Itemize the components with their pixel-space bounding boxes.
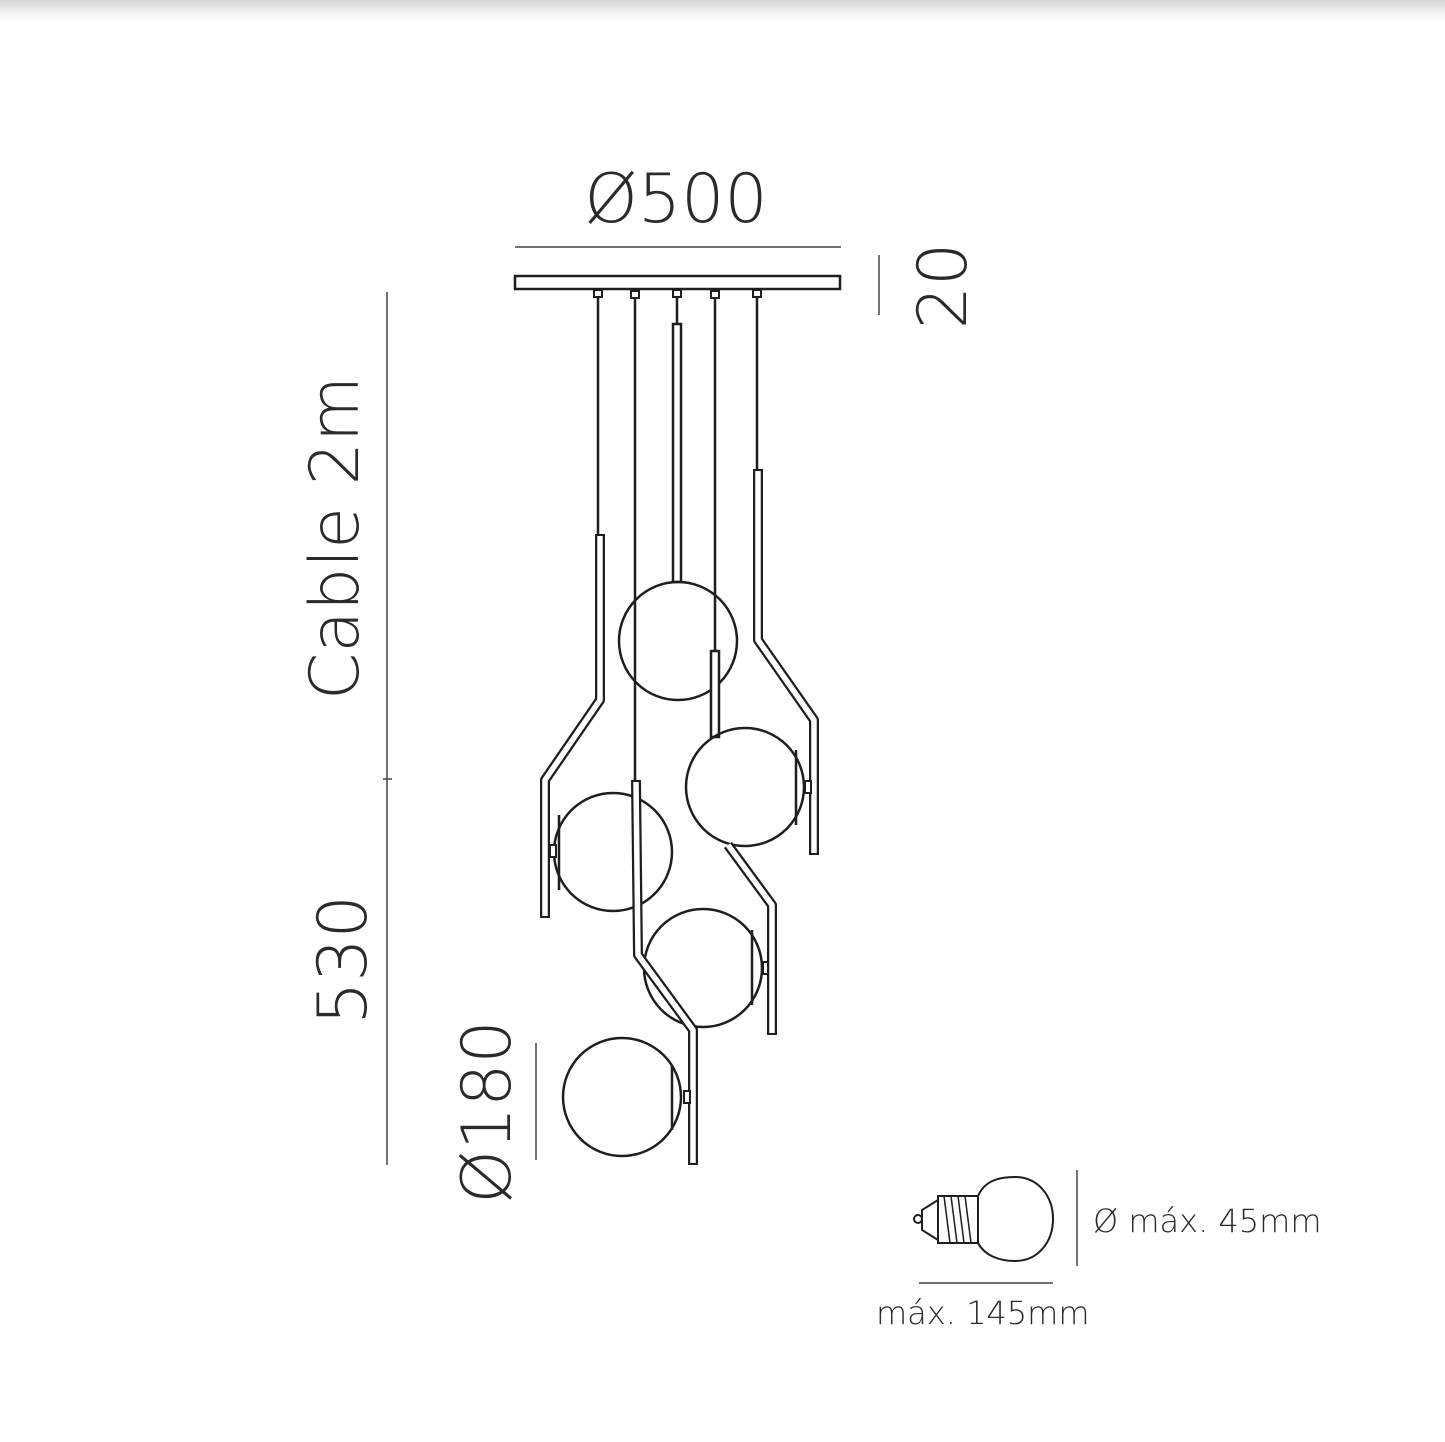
pendant-center-long (631, 779, 770, 1165)
cables (596, 297, 759, 780)
canopy-diameter-label: Ø500 (584, 160, 767, 239)
globe (684, 726, 806, 848)
bulb-icon (913, 1175, 1055, 1263)
pendant-bottom (561, 1036, 691, 1158)
globe-diameter-label: Ø180 (448, 1020, 527, 1203)
canopy (513, 274, 842, 291)
cable-length-label: Cable 2m (296, 376, 375, 700)
pendant-right (753, 469, 819, 855)
bulb-diameter-label: Ø máx. 45mm (1093, 1202, 1321, 1240)
top-shadow (0, 0, 1445, 22)
globe (552, 791, 674, 913)
globe (561, 1036, 683, 1158)
canopy-height-label: 20 (904, 243, 983, 330)
globe (642, 907, 764, 1029)
pendant-center-top (617, 322, 739, 702)
bulb-length-label: máx. 145mm (876, 1294, 1089, 1332)
globe (617, 580, 739, 702)
fixture-height-label: 530 (304, 895, 383, 1025)
pendant-lower-right (723, 842, 777, 1035)
pendant-left (540, 534, 674, 918)
cable-mounts (593, 289, 762, 299)
